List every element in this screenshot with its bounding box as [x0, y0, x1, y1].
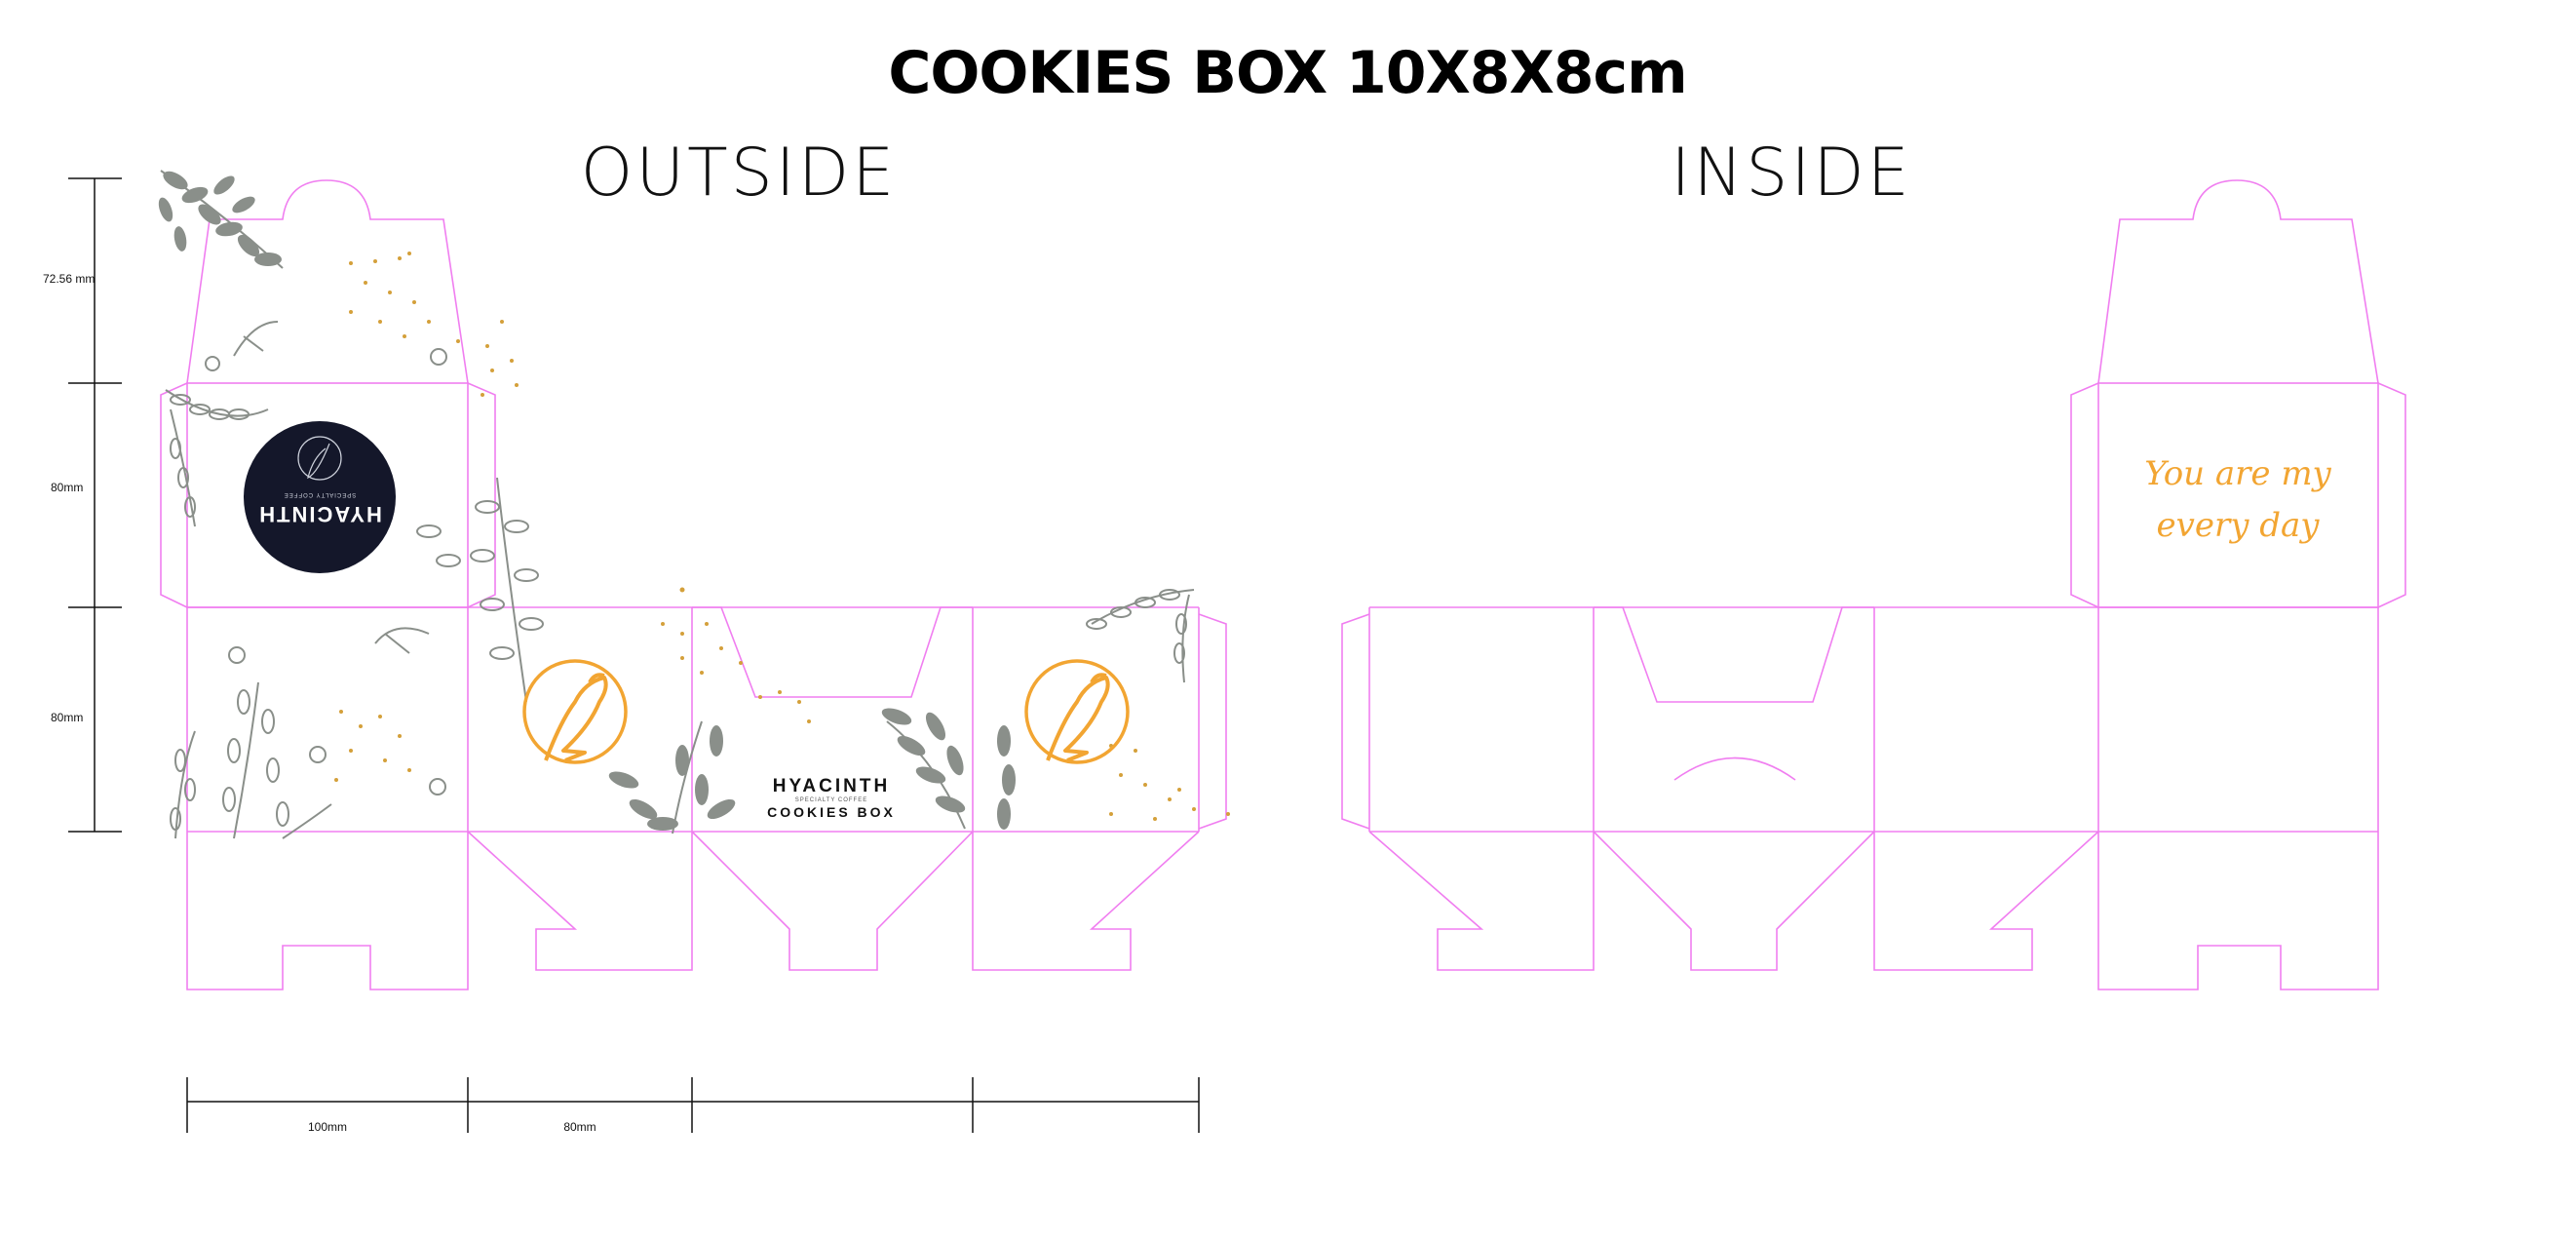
front-brand-name: HYACINTH: [773, 776, 890, 796]
badge-tagline: SPECIALTY COFFEE: [284, 491, 356, 497]
horizontal-dimension: [186, 1077, 1200, 1133]
inside-dieline: [1341, 179, 2406, 990]
foliage-top-left: [158, 170, 284, 269]
dim-label-body: 80mm: [51, 711, 83, 724]
hyacinth-badge: HYACINTH SPECIALTY COFFEE: [244, 421, 396, 573]
inside-message-line2: every day: [2157, 506, 2321, 545]
dim-label-flap: 72.56 mm: [43, 272, 95, 286]
foliage-bottom-middle: [608, 720, 736, 834]
foliage-top-right: [1086, 589, 1195, 683]
foliage-bottom-left: [170, 681, 332, 839]
badge-brand-name: HYACINTH: [257, 502, 382, 526]
front-tagline: SPECIALTY COFFEE: [795, 797, 867, 803]
dot-pattern: [334, 252, 1230, 821]
vertical-dimension: [68, 177, 122, 833]
foliage-left-panel: [165, 389, 269, 527]
parrot-logo-icon: [522, 659, 628, 764]
front-product-name: COOKIES BOX: [767, 804, 896, 820]
dim-label-depth: 80mm: [563, 1120, 596, 1134]
dim-label-width: 100mm: [308, 1120, 347, 1134]
foliage-center-left: [416, 477, 544, 703]
foliage-bottom-right: [881, 708, 1016, 830]
inside-label: INSIDE: [1671, 135, 1911, 212]
parrot-logo-icon-2: [1024, 659, 1130, 764]
dim-label-top: 80mm: [51, 481, 83, 494]
inside-message-line1: You are my: [2144, 454, 2331, 493]
seed-icons: [205, 321, 447, 796]
outside-label: OUTSIDE: [581, 135, 897, 212]
page-title: COOKIES BOX 10X8X8cm: [888, 39, 1686, 107]
outside-dieline: [160, 179, 1227, 990]
